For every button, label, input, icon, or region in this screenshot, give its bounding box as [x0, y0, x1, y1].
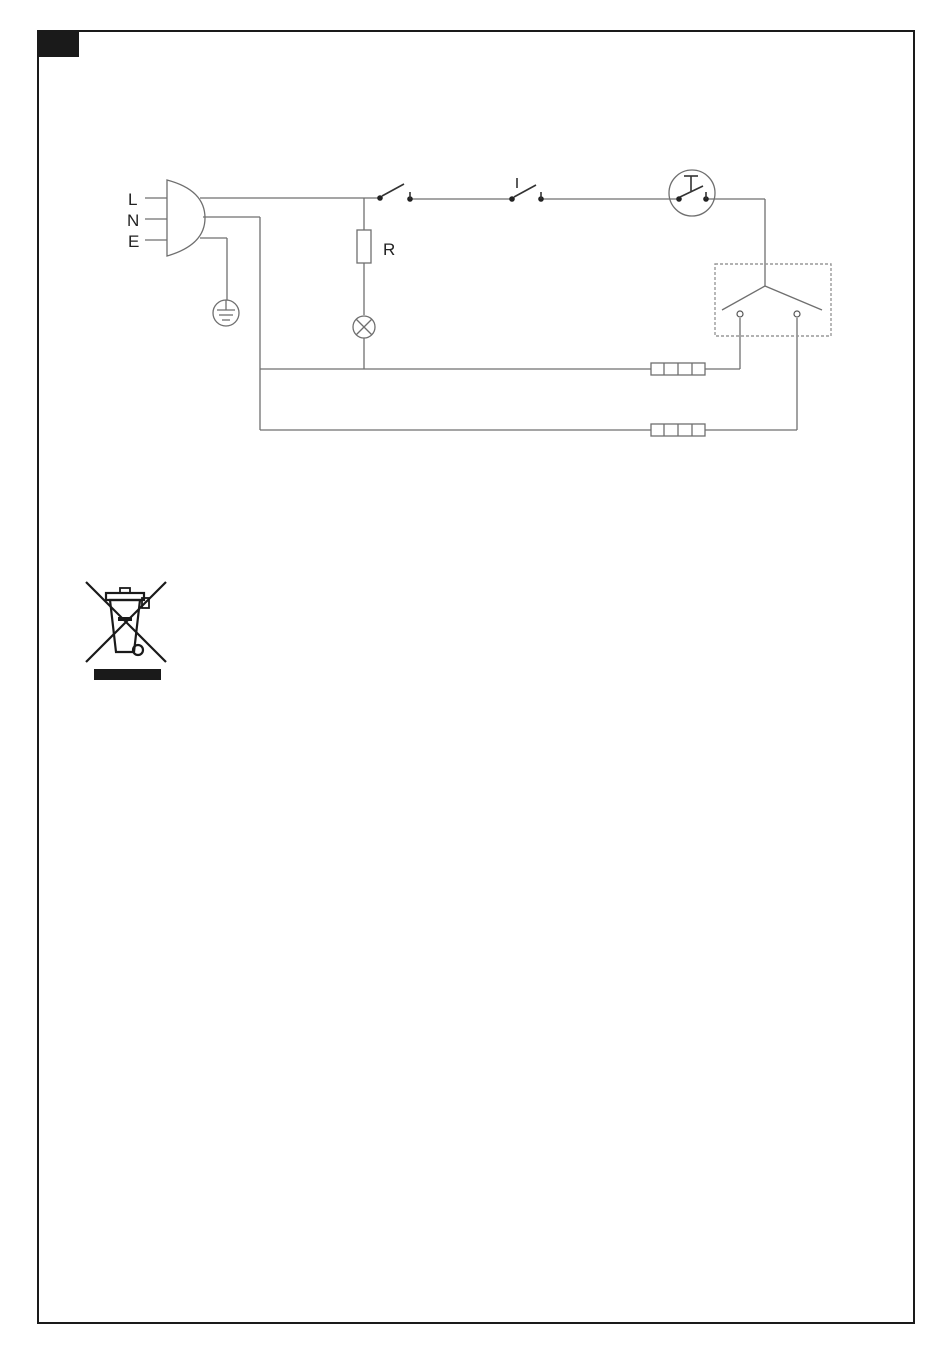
switch-1 [377, 184, 413, 202]
crossed-out-wheelie-bin-icon [86, 582, 166, 680]
power-selector-switch [715, 264, 831, 336]
indicator-branch [353, 198, 375, 369]
terminal-label-earth: E [128, 232, 139, 251]
neutral-wire [203, 217, 797, 430]
indicator-lamp-icon [353, 316, 375, 338]
switch-2 [509, 178, 544, 202]
heating-element-2 [651, 424, 705, 436]
heating-element-1 [651, 363, 705, 375]
terminal-label-neutral: N [127, 211, 139, 230]
resistor-label: R [383, 240, 395, 259]
ground-icon [213, 300, 239, 326]
live-wire [200, 198, 765, 286]
mains-plug [145, 180, 205, 256]
resistor [357, 230, 371, 263]
terminal-label-live: L [128, 190, 137, 209]
earth-wire [200, 238, 239, 326]
thermostat-icon [669, 170, 715, 216]
